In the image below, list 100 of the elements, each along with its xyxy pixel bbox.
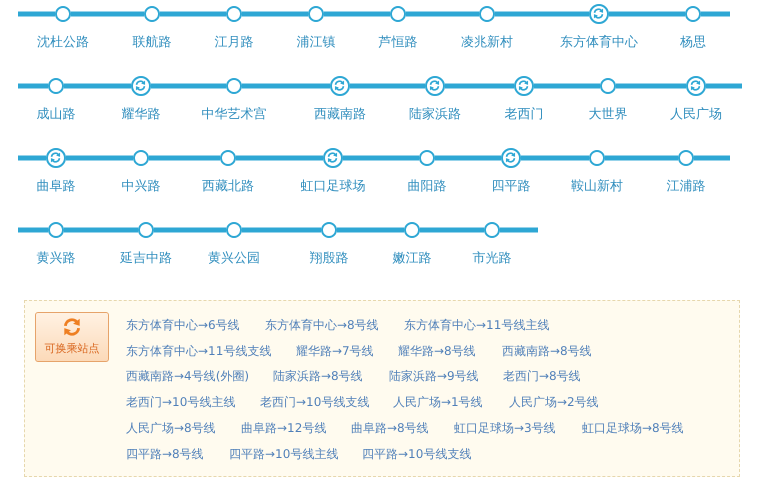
transfer-note: 人民广场→8号线 [126,420,216,437]
station-marker [390,6,406,22]
station-marker [144,6,160,22]
transfer-note: 西藏南路→8号线 [502,343,592,360]
station-marker [55,6,71,22]
station-name: 沈杜公路 [37,34,89,51]
line-segment [242,228,321,232]
station-marker [678,150,694,166]
station-marker [685,6,701,22]
station-marker [138,222,154,238]
station-name: 江月路 [214,34,254,51]
station-marker [226,222,242,238]
line-segment [149,156,220,160]
station-name: 中华艺术宫 [202,106,266,123]
station-marker [308,6,324,22]
line-segment [435,156,501,160]
transfer-note: 虹口足球场→8号线 [582,420,684,437]
station-name: 曲阜路 [36,178,76,195]
line-segment [154,228,226,232]
line-segment [445,84,514,88]
line-segment [534,84,600,88]
transfer-note: 东方体育中心→11号线支线 [126,343,272,360]
station-name: 联航路 [132,34,172,51]
station-name: 黄兴路 [36,250,76,267]
station-name: 浦江镇 [296,34,336,51]
station-name: 大世界 [588,106,628,123]
line-segment [609,12,685,16]
interchange-station-marker [330,76,350,96]
station-name: 陆家浜路 [409,106,461,123]
station-marker [48,78,64,94]
transfer-note: 东方体育中心→8号线 [265,317,379,334]
line-segment [495,12,589,16]
station-name: 曲阳路 [408,178,446,195]
line-segment [242,84,330,88]
station-marker [479,6,495,22]
legend-text: 可换乘站点 [44,341,100,356]
interchange-station-marker [323,148,343,168]
station-marker [321,222,337,238]
line-segment [350,84,425,88]
transfer-note: 东方体育中心→11号线主线 [404,317,550,334]
line-segment [71,12,144,16]
station-name: 东方体育中心 [560,34,638,51]
line-segment [64,228,138,232]
interchange-station-marker [514,76,534,96]
transfer-note: 西藏南路→4号线(外圈) [126,368,250,385]
station-marker [226,78,242,94]
line-segment [160,12,226,16]
transfer-note: 东方体育中心→6号线 [126,317,240,334]
line-segment [337,228,404,232]
interchange-station-marker [131,76,151,96]
transfer-note: 曲阜路→12号线 [241,420,326,437]
station-name: 虹口足球场 [300,178,366,195]
transfer-note: 人民广场→1号线 [393,394,483,411]
line-segment [343,156,419,160]
line-segment [324,12,390,16]
transfer-note: 老西门→8号线 [503,368,581,385]
station-name: 老西门 [504,106,544,123]
line-segment [151,84,226,88]
station-marker [404,222,420,238]
station-name: 延吉中路 [120,250,172,267]
station-name: 中兴路 [122,178,160,195]
transfer-note: 人民广场→2号线 [509,394,599,411]
station-marker [600,78,616,94]
interchange-station-marker [501,148,521,168]
station-marker [484,222,500,238]
line-segment [605,156,678,160]
station-name: 杨思 [680,34,706,51]
transfer-note: 耀华路→7号线 [296,343,374,360]
line-segment [242,12,308,16]
transfer-note: 老西门→10号线支线 [260,394,370,411]
station-name: 四平路 [492,178,530,195]
station-name: 江浦路 [666,178,706,195]
station-name: 翔殷路 [310,250,348,267]
station-marker [419,150,435,166]
station-name: 人民广场 [670,106,722,123]
line-segment [66,156,133,160]
line-segment [420,228,484,232]
station-name: 西藏南路 [314,106,366,123]
interchange-station-marker [686,76,706,96]
station-name: 凌兆新村 [461,34,513,51]
transfer-note: 陆家浜路→9号线 [389,368,479,385]
line-segment [64,84,131,88]
station-marker [220,150,236,166]
station-name: 市光路 [472,250,512,267]
station-marker [589,150,605,166]
transfer-note: 耀华路→8号线 [398,343,476,360]
station-marker [48,222,64,238]
station-name: 黄兴公园 [208,250,260,267]
station-name: 成山路 [36,106,76,123]
station-name: 鞍山新村 [571,178,623,195]
interchange-station-marker [425,76,445,96]
transfer-note: 四平路→10号线主线 [229,446,338,463]
transfer-note: 四平路→8号线 [126,446,204,463]
interchange-station-marker [589,4,609,24]
transfer-note: 老西门→10号线主线 [126,394,236,411]
station-name: 耀华路 [122,106,160,123]
line-segment [406,12,479,16]
line-segment [236,156,323,160]
station-name: 西藏北路 [202,178,254,195]
transfer-note: 曲阜路→8号线 [351,420,429,437]
